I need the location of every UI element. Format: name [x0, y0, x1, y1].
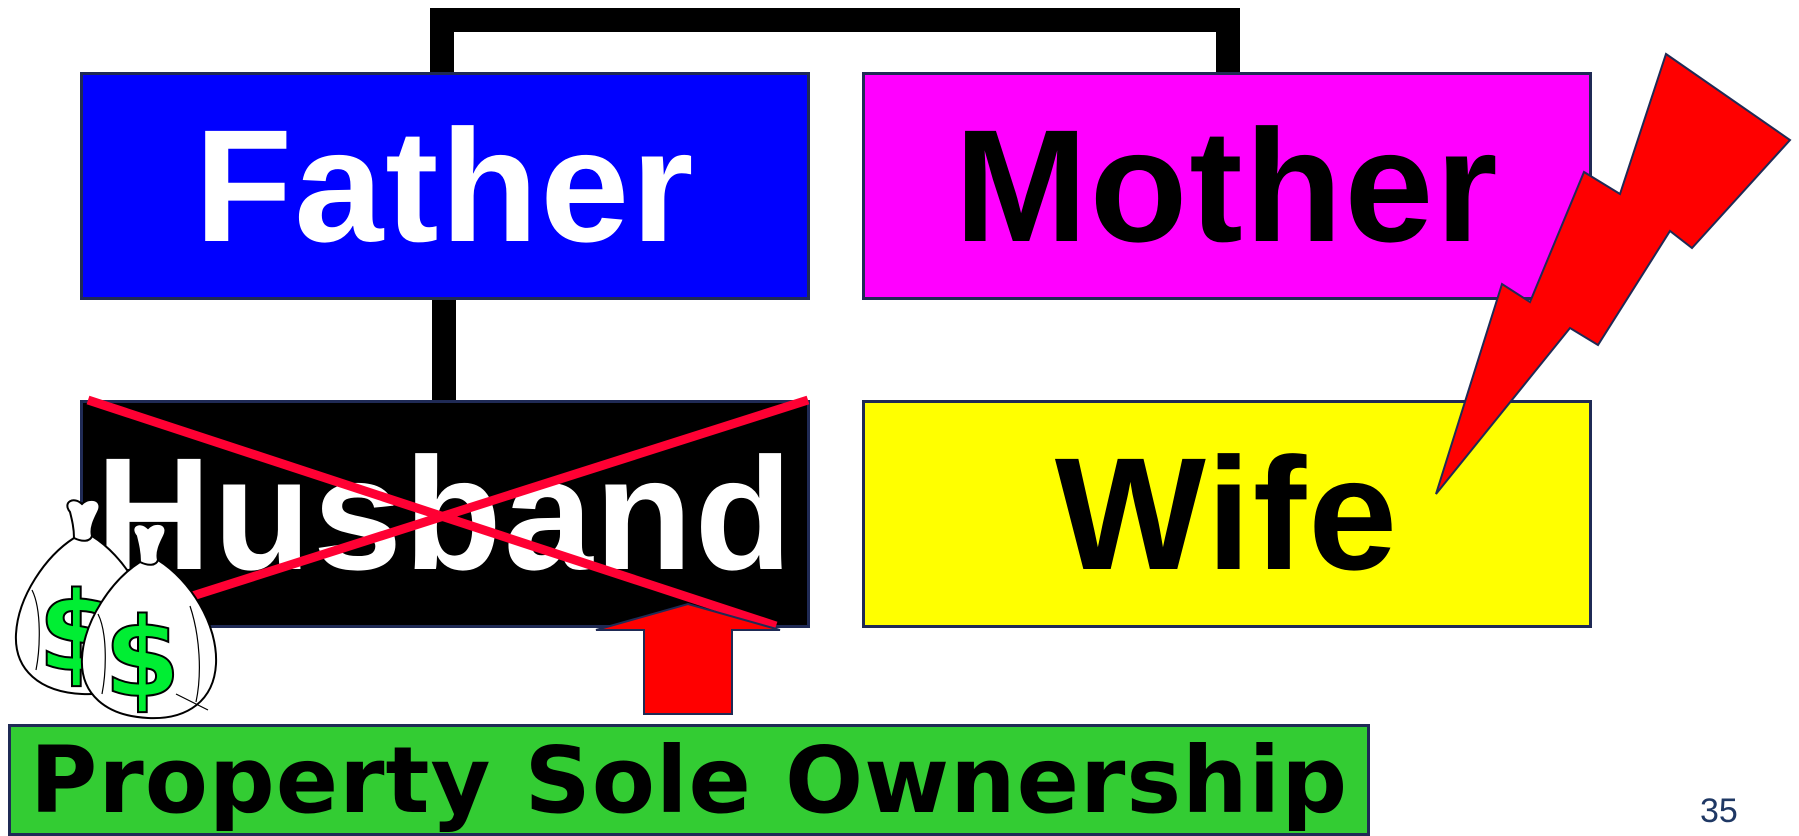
property-label: Property Sole Ownership: [30, 727, 1348, 834]
cross-out-icon: [88, 400, 808, 628]
lightning-bolt-icon: [1436, 54, 1790, 494]
property-box: Property Sole Ownership: [8, 724, 1370, 836]
money-bag-icon: $ $: [16, 500, 216, 722]
page-number: 35: [1700, 792, 1738, 831]
svg-text:$: $: [104, 594, 181, 722]
